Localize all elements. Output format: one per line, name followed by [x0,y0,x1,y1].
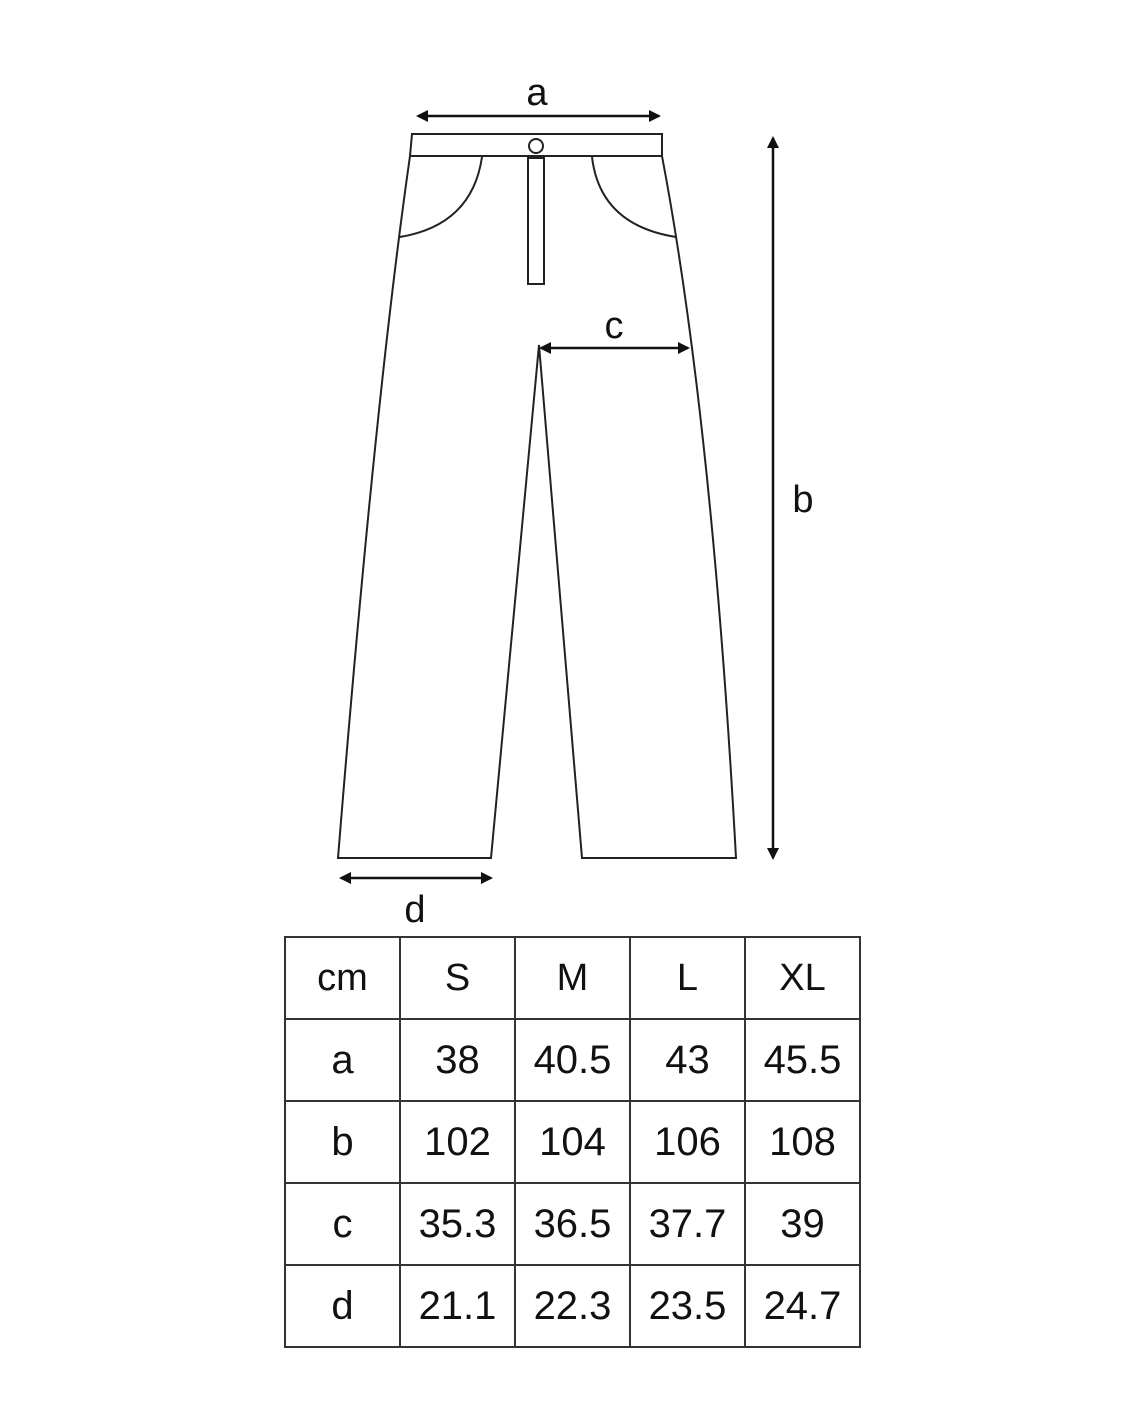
value-cell: 23.5 [629,1264,746,1348]
value-cell: 108 [744,1100,861,1184]
size-chart-table: cm S M L XL a 38 40.5 43 45.5 b 102 104 … [284,936,861,1348]
label-b: b [792,479,813,521]
unit-header-cell: cm [284,936,401,1020]
pants-outline [336,133,738,859]
table-header-row: cm S M L XL [284,936,861,1020]
value-cell: 102 [399,1100,516,1184]
value-cell: 22.3 [514,1264,631,1348]
size-header-cell: XL [744,936,861,1020]
value-cell: 35.3 [399,1182,516,1266]
value-cell: 36.5 [514,1182,631,1266]
row-key-cell: a [284,1018,401,1102]
right-pocket [591,156,677,238]
fly [527,157,545,285]
value-cell: 39 [744,1182,861,1266]
value-cell: 40.5 [514,1018,631,1102]
value-cell: 104 [514,1100,631,1184]
value-cell: 106 [629,1100,746,1184]
label-c: c [605,305,624,347]
value-cell: 37.7 [629,1182,746,1266]
table-row: b 102 104 106 108 [284,1100,861,1184]
value-cell: 38 [399,1018,516,1102]
row-key-cell: b [284,1100,401,1184]
value-cell: 24.7 [744,1264,861,1348]
pants-silhouette [336,155,738,859]
table-row: c 35.3 36.5 37.7 39 [284,1182,861,1266]
table-row: d 21.1 22.3 23.5 24.7 [284,1264,861,1348]
left-pocket [399,156,483,238]
button-icon [528,138,544,154]
value-cell: 43 [629,1018,746,1102]
size-header-cell: L [629,936,746,1020]
row-key-cell: d [284,1264,401,1348]
value-cell: 45.5 [744,1018,861,1102]
row-key-cell: c [284,1182,401,1266]
value-cell: 21.1 [399,1264,516,1348]
size-header-cell: M [514,936,631,1020]
label-a: a [526,72,548,114]
table-row: a 38 40.5 43 45.5 [284,1018,861,1102]
pants-measurement-diagram: a b c d [336,72,814,930]
size-header-cell: S [399,936,516,1020]
label-d: d [404,889,425,930]
